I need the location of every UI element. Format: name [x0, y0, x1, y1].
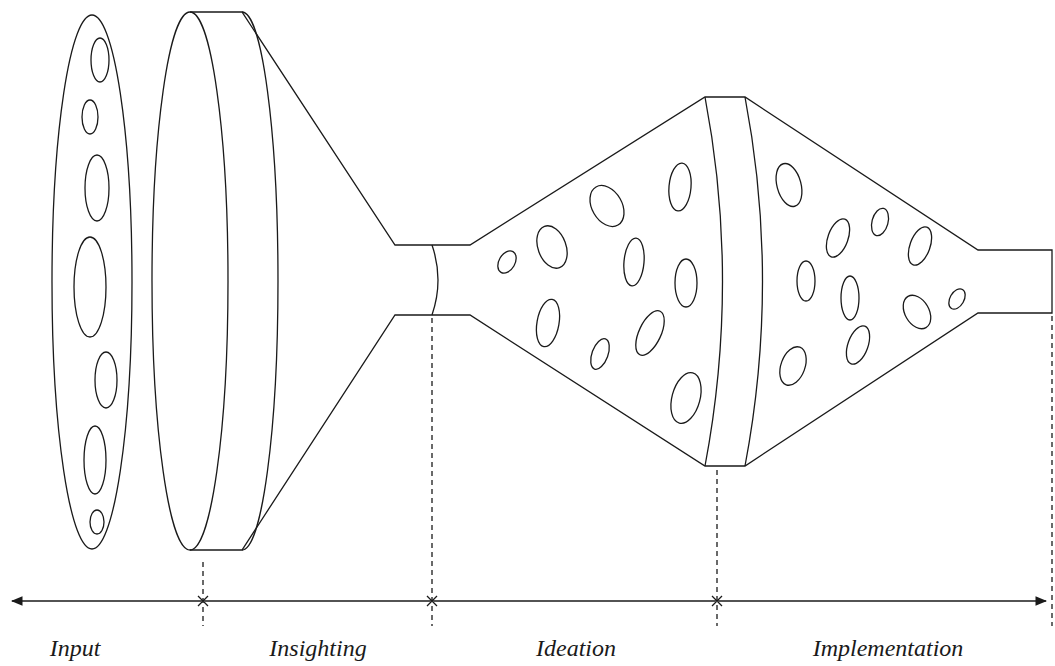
idea-oval — [90, 510, 104, 534]
idea-oval — [494, 248, 520, 277]
phase-divider — [202, 562, 203, 626]
phase-label: Input — [50, 636, 101, 660]
idea-oval — [666, 369, 707, 426]
idea-ovals — [74, 38, 969, 534]
idea-oval — [84, 426, 106, 494]
idea-oval — [904, 224, 936, 268]
timeline-axis — [12, 600, 1046, 601]
funnel-rim — [152, 12, 228, 550]
idea-oval — [822, 216, 854, 260]
neck-arc — [432, 245, 438, 315]
idea-oval — [630, 307, 670, 360]
phase-divider — [1051, 316, 1052, 626]
idea-oval — [898, 290, 937, 333]
idea-oval — [772, 161, 807, 210]
phase-label: Ideation — [536, 636, 616, 660]
phase-divider — [203, 316, 1052, 626]
idea-oval — [622, 237, 646, 287]
idea-oval — [95, 352, 117, 408]
idea-oval — [91, 38, 109, 82]
idea-ring — [705, 97, 723, 466]
idea-oval — [841, 276, 859, 320]
timeline — [12, 316, 1052, 626]
idea-oval — [797, 261, 815, 301]
idea-oval — [85, 155, 109, 221]
idea-oval — [583, 179, 631, 232]
phase-label: Implementation — [813, 636, 964, 660]
idea-oval — [82, 100, 98, 134]
idea-funnel — [432, 97, 1052, 466]
phase-label: Insighting — [269, 636, 366, 660]
idea-oval — [667, 162, 693, 212]
input-disc — [52, 15, 132, 549]
idea-oval — [533, 297, 563, 348]
idea-oval — [74, 237, 106, 337]
funnel-shapes — [52, 12, 1052, 550]
idea-oval — [775, 343, 811, 389]
funnel-ring — [242, 12, 278, 550]
idea-oval — [675, 259, 697, 307]
idea-oval — [869, 206, 892, 237]
idea-ring — [745, 97, 763, 466]
insight-funnel — [190, 12, 432, 550]
phase-divider — [716, 470, 717, 626]
idea-oval — [945, 286, 968, 312]
phase-tick — [198, 596, 722, 606]
idea-oval — [587, 336, 613, 372]
idea-oval — [531, 222, 572, 273]
phase-divider — [431, 318, 432, 626]
idea-oval — [842, 323, 874, 367]
